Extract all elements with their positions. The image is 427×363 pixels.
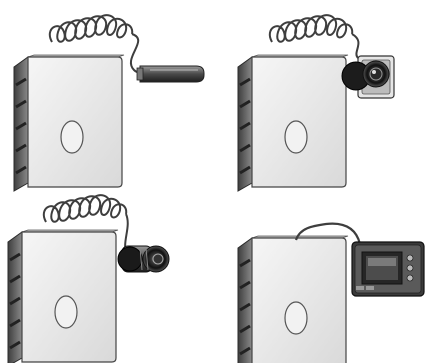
wall-box [14, 55, 124, 191]
lens-camera-icon [118, 246, 169, 272]
usb-stick-icon [137, 66, 204, 82]
wall-box [8, 230, 118, 363]
panel-bottom-right [238, 224, 424, 363]
coiled-cable [44, 195, 126, 222]
digital-camera-icon [352, 242, 424, 296]
coiled-cable [270, 15, 352, 42]
panel-top-right [238, 15, 394, 191]
webcam-icon [342, 56, 394, 98]
wall-box [238, 236, 348, 363]
panel-bottom-left [8, 195, 169, 363]
wall-box [238, 55, 348, 191]
panel-top-left [14, 15, 204, 191]
cable-tail [352, 34, 358, 58]
coiled-cable [50, 15, 132, 42]
